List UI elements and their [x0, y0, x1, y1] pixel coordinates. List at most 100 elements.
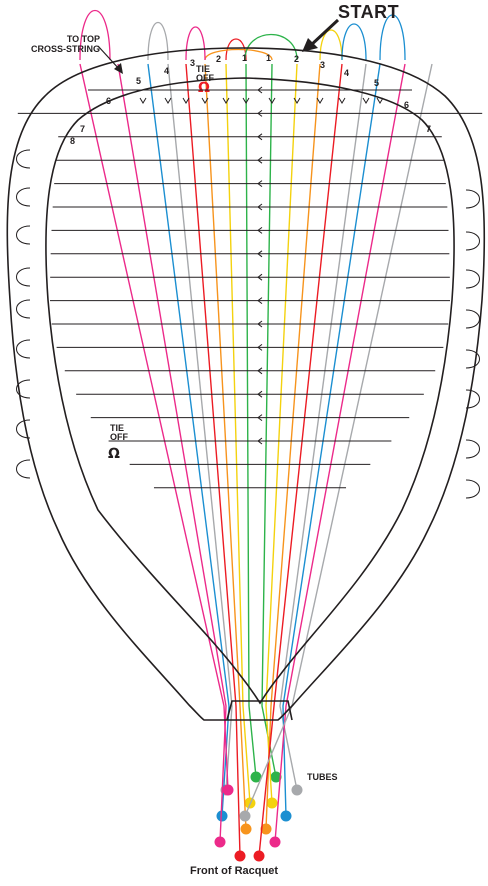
top-loop: [319, 29, 343, 61]
to-top-cross-string-label: TO TOP CROSS-STRING: [30, 34, 100, 54]
main-string-number: 7: [426, 124, 432, 134]
tie-off-label-top: TIE OFF: [196, 64, 214, 83]
main-string-number: 5: [136, 76, 142, 86]
main-direction-arrow: [182, 97, 190, 104]
main-string: [244, 63, 433, 817]
main-string: [225, 63, 251, 804]
top-loop: [204, 48, 273, 61]
tie-off-knot-top: Ω: [198, 80, 210, 96]
side-loop-right: [465, 439, 480, 459]
tube-dot: [234, 850, 246, 862]
main-direction-arrow: [139, 97, 147, 104]
main-string-number: 3: [190, 58, 196, 68]
tube-dot: [250, 771, 262, 783]
main-direction-arrow: [201, 97, 209, 104]
throat: [226, 700, 293, 721]
cross-direction-arrow: [257, 133, 263, 141]
tubes-label: TUBES: [307, 772, 338, 782]
side-loop-left: [16, 267, 31, 287]
main-direction-arrow: [164, 97, 172, 104]
main-string: [274, 63, 406, 843]
main-direction-arrow: [293, 97, 301, 104]
main-string: [282, 63, 381, 817]
main-string: [185, 63, 241, 857]
side-loop-right: [465, 479, 480, 499]
tube-dot: [291, 784, 303, 796]
tube-dot: [269, 836, 281, 848]
side-loop-right: [465, 389, 480, 409]
tube-dot: [253, 850, 265, 862]
main-string-number: 6: [106, 96, 112, 106]
main-string: [265, 63, 298, 804]
frame-loops: [16, 149, 480, 499]
cross-direction-arrow: [257, 86, 263, 94]
side-loop-left: [16, 419, 31, 439]
tube-dot: [280, 810, 292, 822]
main-direction-arrow: [242, 97, 250, 104]
main-string-number: 1: [242, 53, 248, 63]
tube-dot: [239, 810, 251, 822]
tube-dot: [222, 784, 234, 796]
main-direction-arrow: [362, 97, 370, 104]
cross-direction-arrow: [257, 344, 263, 351]
main-string-number: 4: [344, 68, 350, 78]
cross-direction-arrow: [257, 414, 263, 421]
top-loop: [341, 23, 367, 61]
tube-dot: [216, 810, 228, 822]
tie-off-label-side: TIE OFF: [110, 423, 128, 442]
main-string: [204, 63, 247, 830]
side-loop-left: [16, 379, 31, 399]
main-string-number: 1: [266, 53, 272, 63]
tube-dot: [270, 771, 282, 783]
side-loop-left: [16, 149, 31, 169]
top-loop: [79, 10, 111, 61]
side-loop-right: [465, 269, 480, 289]
cross-direction-arrow: [257, 320, 263, 328]
tube-dot: [240, 823, 252, 835]
top-loop: [147, 22, 169, 61]
cross-direction-arrow: [257, 297, 263, 304]
main-string: [147, 63, 230, 817]
side-loop-right: [465, 231, 480, 251]
side-loop-right: [465, 309, 480, 329]
racquet-frame: [6, 47, 486, 721]
tube-dot: [260, 823, 272, 835]
cross-strings: Ω: [17, 86, 483, 489]
main-direction-arrow: [222, 97, 230, 104]
side-loop-left: [16, 339, 31, 359]
to-top-arrow: [97, 45, 123, 74]
tube-dot: [214, 836, 226, 848]
main-string: [117, 63, 227, 843]
tie-off-knot-side: Ω: [108, 446, 120, 462]
tube-dot: [266, 797, 278, 809]
side-loop-left: [16, 299, 31, 319]
frame-inner: [45, 77, 455, 705]
frame-outer: [6, 47, 486, 721]
cross-direction-arrow: [257, 437, 263, 445]
main-string: [258, 63, 343, 857]
main-direction-arrow: [316, 97, 324, 104]
main-direction-arrow: [338, 97, 346, 104]
start-label: START: [338, 2, 400, 22]
start-arrow: [302, 18, 340, 52]
main-string: [79, 63, 229, 791]
main-string-number: 5: [374, 78, 380, 88]
cross-direction-arrow: [257, 273, 263, 281]
main-direction-arrow: [376, 97, 384, 104]
cross-direction-arrow: [257, 203, 263, 211]
main-string: [167, 63, 233, 791]
main-string-number: 8: [70, 136, 76, 146]
main-string-number: 6: [404, 100, 410, 110]
side-loop-right: [465, 349, 480, 369]
main-string-number: 3: [320, 60, 326, 70]
main-string-number: 7: [80, 124, 86, 134]
cross-direction-arrow: [257, 110, 263, 117]
side-loop-left: [16, 187, 31, 207]
top-loop: [185, 26, 206, 61]
side-loop-right: [465, 189, 480, 209]
cross-direction-arrow: [257, 180, 263, 187]
main-string-number: 4: [164, 66, 170, 76]
main-string-number: 2: [216, 54, 222, 64]
